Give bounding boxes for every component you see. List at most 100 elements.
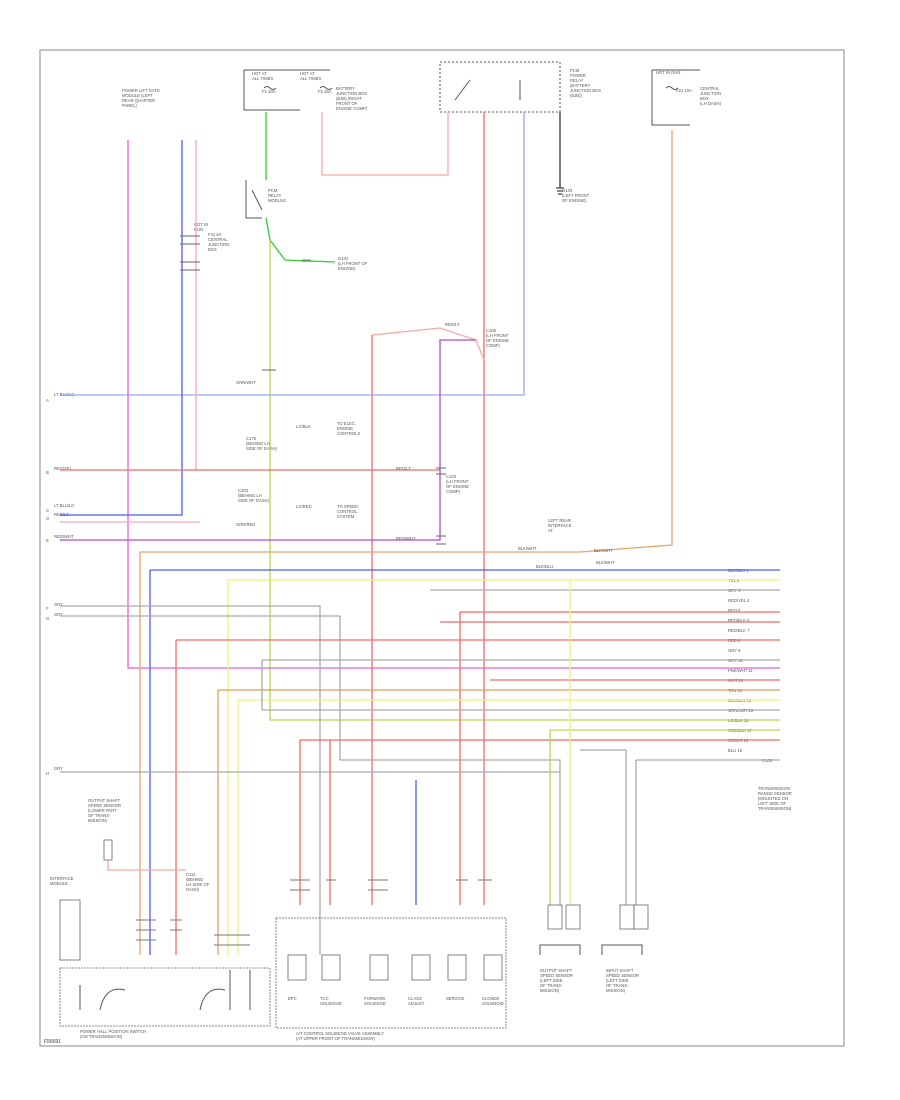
svg-text:INTERFACE: INTERFACE <box>50 876 74 881</box>
wire-blue <box>149 569 780 955</box>
svg-text:REAR QUARTER: REAR QUARTER <box>122 98 155 103</box>
svg-text:FRONT OF: FRONT OF <box>336 101 358 106</box>
svg-text:PCM: PCM <box>570 68 580 73</box>
svg-text:ENGINE COMP): ENGINE COMP) <box>336 106 368 111</box>
wire-gray <box>261 660 780 711</box>
top-fuse-box-right: HOT IN RUN F21 10A CENTRAL JUNCTION BOX … <box>651 69 722 126</box>
svg-text:LEFT SIDE OF: LEFT SIDE OF <box>758 801 787 806</box>
wire-gray <box>60 615 561 910</box>
svg-text:SOLENOID: SOLENOID <box>482 1001 504 1006</box>
svg-text:(LH DASH): (LH DASH) <box>700 101 722 106</box>
inline-connectors <box>180 235 446 545</box>
svg-text:ALL TIMES: ALL TIMES <box>300 76 321 81</box>
svg-text:OF ENGINE): OF ENGINE) <box>562 198 587 203</box>
svg-text:(ON TRANSMISSION): (ON TRANSMISSION) <box>80 1034 123 1039</box>
wire-green <box>269 240 780 721</box>
wires <box>60 112 780 955</box>
wire-tan <box>217 689 780 955</box>
svg-text:ENGINE: ENGINE <box>337 426 353 431</box>
svg-text:CENTRAL: CENTRAL <box>208 237 228 242</box>
svg-text:JUNCTION BOX: JUNCTION BOX <box>570 88 601 93</box>
svg-text:G103: G103 <box>562 188 573 193</box>
wire-magenta-2 <box>60 339 476 541</box>
svg-text:EPC: EPC <box>288 996 297 1001</box>
svg-text:A/T CONTROL SOLENOID VALVE ASS: A/T CONTROL SOLENOID VALVE ASSEMBLY <box>296 1031 384 1036</box>
wire-red <box>371 327 485 361</box>
svg-text:BOX: BOX <box>700 96 709 101</box>
svg-text:OF TRANS-: OF TRANS- <box>88 813 111 818</box>
svg-text:C105: C105 <box>486 328 497 333</box>
svg-text:OUTPUT SHAFT: OUTPUT SHAFT <box>540 968 572 973</box>
svg-text:GRY 9: GRY 9 <box>728 648 741 653</box>
svg-text:RED/LT: RED/LT <box>445 322 460 327</box>
svg-text:ADJUST: ADJUST <box>408 1001 425 1006</box>
svg-text:MODULE: MODULE <box>50 881 68 886</box>
svg-text:(LH FRONT: (LH FRONT <box>486 333 509 338</box>
wire-red <box>107 860 186 871</box>
svg-text:CLOSED: CLOSED <box>482 996 499 1001</box>
svg-text:HOT IN RUN: HOT IN RUN <box>656 70 680 75</box>
svg-text:RED/YEL: RED/YEL <box>54 466 73 471</box>
svg-text:RANGE SENSOR: RANGE SENSOR <box>758 791 792 796</box>
svg-text:RED/LT: RED/LT <box>396 466 411 471</box>
svg-text:JUNCTION BOX: JUNCTION BOX <box>336 91 367 96</box>
wire-yellow <box>227 579 780 955</box>
top-fuse-box-left: HOT AT ALL TIMES HOT AT ALL TIMES F1 10A… <box>243 69 368 111</box>
svg-text:(MOUNTED ON: (MOUNTED ON <box>758 796 788 801</box>
wire-yellow <box>237 699 780 955</box>
svg-text:OF ENGINE: OF ENGINE <box>486 338 509 343</box>
svg-text:POWER: POWER <box>570 73 586 78</box>
svg-text:BLU 19: BLU 19 <box>728 748 743 753</box>
svg-text:F2 15A: F2 15A <box>318 89 332 94</box>
svg-text:TRANSMISSION): TRANSMISSION) <box>758 806 792 811</box>
svg-text:RED/WHT: RED/WHT <box>396 536 416 541</box>
svg-text:GRY: GRY <box>54 766 63 771</box>
svg-text:G: G <box>46 616 49 621</box>
bottom-left-sensor: OUTPUT SHAFT SPEED SENSOR (LOWER PART OF… <box>50 798 210 961</box>
svg-text:OUTPUT SHAFT: OUTPUT SHAFT <box>88 798 120 803</box>
svg-text:MODULE: MODULE <box>268 198 286 203</box>
svg-text:RUN: RUN <box>194 227 203 232</box>
svg-text:LG/RED: LG/RED <box>296 504 312 509</box>
svg-text:BLK/BLU: BLK/BLU <box>536 564 553 569</box>
svg-text:RELAY: RELAY <box>268 193 282 198</box>
bottom-component-boxes: POWER HALL POSITION SWITCH (ON TRANSMISS… <box>59 904 649 1041</box>
wire-lavender <box>60 112 525 396</box>
svg-text:SIDE OF DASH): SIDE OF DASH) <box>246 446 278 451</box>
svg-text:RED/BLK 6: RED/BLK 6 <box>728 618 750 623</box>
svg-text:CONTROLS: CONTROLS <box>337 431 360 436</box>
svg-text:TCC: TCC <box>320 996 329 1001</box>
svg-text:TRANSMISSION: TRANSMISSION <box>758 786 790 791</box>
svg-text:RED 5: RED 5 <box>728 608 741 613</box>
diagram-frame <box>39 49 845 1047</box>
wire-red <box>459 611 780 905</box>
svg-text:LG/BLK: LG/BLK <box>296 424 311 429</box>
svg-text:SOLENOID: SOLENOID <box>320 1001 342 1006</box>
svg-text:F: F <box>46 606 49 611</box>
svg-text:LH SIDE OF: LH SIDE OF <box>186 882 210 887</box>
svg-text:(LH FRONT: (LH FRONT <box>446 479 469 484</box>
bottom-connector-stacks <box>136 879 492 946</box>
svg-text:BATTERY: BATTERY <box>336 86 355 91</box>
svg-text:(LOWER PART: (LOWER PART <box>88 808 117 813</box>
svg-text:SERVICE: SERVICE <box>446 996 465 1001</box>
svg-text:BLK/WHT: BLK/WHT <box>594 548 613 553</box>
svg-text:ENGINE): ENGINE) <box>338 266 356 271</box>
svg-text:RED/WHT: RED/WHT <box>54 534 74 539</box>
svg-text:RELAY: RELAY <box>570 78 584 83</box>
svg-text:JUNCTION: JUNCTION <box>700 91 721 96</box>
svg-text:HOT IN: HOT IN <box>194 222 208 227</box>
svg-text:B: B <box>46 470 49 475</box>
svg-text:(LEFT SIDE: (LEFT SIDE <box>540 978 563 983</box>
svg-text:C203: C203 <box>238 488 249 493</box>
svg-text:F21 10A: F21 10A <box>676 88 692 93</box>
wire-orange <box>139 130 673 955</box>
svg-text:SOLENOID: SOLENOID <box>364 1001 386 1006</box>
svg-text:HOT AT: HOT AT <box>252 71 267 76</box>
svg-text:HOT AT: HOT AT <box>300 71 315 76</box>
svg-text:RED/BLK 7: RED/BLK 7 <box>728 628 750 633</box>
svg-text:PANEL): PANEL) <box>122 103 137 108</box>
svg-text:SYSTEM: SYSTEM <box>337 514 355 519</box>
wire-green <box>265 217 336 263</box>
svg-text:(AT UPPER FRONT OF TRANSMISSIO: (AT UPPER FRONT OF TRANSMISSION) <box>296 1036 375 1041</box>
